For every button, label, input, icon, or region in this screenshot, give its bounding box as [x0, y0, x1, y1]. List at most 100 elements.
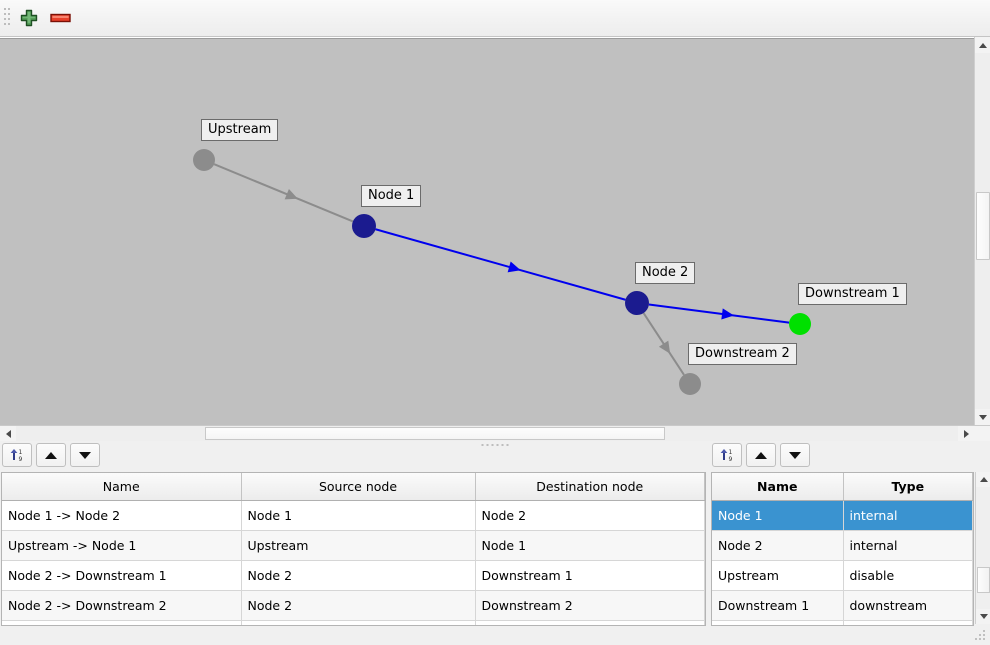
scroll-down-arrow-icon[interactable]: [975, 409, 990, 425]
links-column-header-name[interactable]: Name: [2, 473, 242, 501]
nodes-cell-name: Upstream: [712, 560, 844, 591]
graph-edge-arrow-node1-node2: [507, 261, 521, 273]
svg-text:9: 9: [19, 456, 23, 463]
graph-edge-arrow-upstream-node1: [284, 188, 298, 200]
nodes-scrollbar-thumb[interactable]: [977, 567, 990, 593]
nodes-column-header-name[interactable]: Name: [712, 473, 844, 501]
nodes-cell-type: internal: [843, 500, 973, 531]
links-cell-source: Node 1: [241, 500, 476, 531]
graph-node-downstream1[interactable]: [789, 313, 811, 335]
svg-text:9: 9: [729, 456, 733, 463]
main-toolbar: [0, 0, 990, 37]
nodes-table-header-row: Name Type: [712, 473, 973, 501]
delete-node-button[interactable]: [48, 6, 74, 30]
nodes-scroll-down-arrow-icon[interactable]: [976, 609, 990, 624]
links-cell-destination: Node 1: [475, 530, 705, 561]
links-move-up-button[interactable]: [36, 443, 66, 467]
links-cell-name: Node 2 -> Downstream 1: [2, 560, 242, 591]
graph-svg: [193, 149, 811, 395]
nodes-cell-name: Node 2: [712, 530, 844, 561]
links-cell-source: Node 2: [241, 590, 476, 621]
triangle-down-icon: [789, 451, 801, 459]
graph-edge-node2-downstream1[interactable]: [648, 303, 790, 324]
scroll-right-arrow-icon[interactable]: [958, 426, 974, 442]
triangle-down-icon: [79, 451, 91, 459]
graph-node-label-node1[interactable]: Node 1: [361, 185, 422, 207]
links-empty-cell: [475, 620, 705, 625]
svg-text:1: 1: [729, 449, 733, 456]
graph-edge-arrow-node2-downstream1: [721, 308, 734, 320]
nodes-cell-type: downstream: [843, 590, 973, 621]
nodes-cell-type: internal: [843, 530, 973, 561]
nodes-sort-button[interactable]: 1 9: [712, 443, 742, 467]
links-column-header-source[interactable]: Source node: [241, 473, 476, 501]
graph-node-label-downstream1[interactable]: Downstream 1: [798, 283, 907, 305]
nodes-table-scrollbar[interactable]: [975, 472, 990, 624]
graph-node-label-upstream[interactable]: Upstream: [201, 119, 279, 141]
nodes-empty-cell: [712, 620, 844, 625]
panel-splitter[interactable]: [0, 441, 990, 450]
graph-edge-upstream-node1[interactable]: [213, 163, 354, 223]
links-panel: 1 9 Name Source node Destination node: [0, 443, 707, 645]
links-sort-button[interactable]: 1 9: [2, 443, 32, 467]
add-node-button[interactable]: [16, 6, 42, 30]
toolbar-drag-handle[interactable]: [4, 8, 10, 30]
nodes-column-header-type[interactable]: Type: [843, 473, 973, 501]
links-cell-name: Node 1 -> Node 2: [2, 500, 242, 531]
links-empty-cell: [241, 620, 476, 625]
links-cell-destination: Downstream 1: [475, 560, 705, 591]
links-table-header-row: Name Source node Destination node: [2, 473, 705, 501]
canvas-horizontal-scrollbar[interactable]: [0, 425, 990, 442]
links-cell-name: Node 2 -> Downstream 2: [2, 590, 242, 621]
graph-node-label-downstream2[interactable]: Downstream 2: [688, 343, 797, 365]
links-column-header-destination[interactable]: Destination node: [475, 473, 705, 501]
links-table-empty-row: [2, 620, 705, 625]
graph-node-node2[interactable]: [625, 291, 649, 315]
nodes-scroll-up-arrow-icon[interactable]: [976, 472, 990, 487]
canvas-vertical-scrollbar[interactable]: [974, 37, 990, 425]
sort-ascending-icon: 1 9: [720, 449, 733, 463]
nodes-cell-name: Downstream 1: [712, 590, 844, 621]
graph-node-downstream2[interactable]: [679, 373, 701, 395]
scroll-up-arrow-icon[interactable]: [975, 37, 990, 53]
plus-icon: [20, 9, 38, 27]
nodes-move-down-button[interactable]: [780, 443, 810, 467]
graph-node-node1[interactable]: [352, 214, 376, 238]
links-table-container[interactable]: Name Source node Destination node Node 1…: [1, 472, 706, 626]
graph-node-label-node2[interactable]: Node 2: [635, 262, 696, 284]
links-cell-name: Upstream -> Node 1: [2, 530, 242, 561]
nodes-move-up-button[interactable]: [746, 443, 776, 467]
hscrollbar-thumb[interactable]: [205, 427, 665, 440]
triangle-up-icon: [45, 451, 57, 459]
window-resize-grip[interactable]: [975, 630, 987, 642]
scroll-left-arrow-icon[interactable]: [0, 426, 16, 442]
triangle-up-icon: [755, 451, 767, 459]
graph-edge-node1-node2[interactable]: [375, 228, 626, 301]
vscrollbar-thumb[interactable]: [976, 192, 990, 260]
sort-ascending-icon: 1 9: [10, 449, 23, 463]
scrollbar-corner: [974, 426, 990, 442]
graph-node-upstream[interactable]: [193, 149, 215, 171]
links-cell-source: Upstream: [241, 530, 476, 561]
links-cell-source: Node 2: [241, 560, 476, 591]
links-move-down-button[interactable]: [70, 443, 100, 467]
nodes-cell-type: disable: [843, 560, 973, 591]
minus-icon: [50, 13, 71, 23]
svg-text:1: 1: [19, 449, 23, 456]
nodes-table-empty-row: [712, 620, 973, 625]
